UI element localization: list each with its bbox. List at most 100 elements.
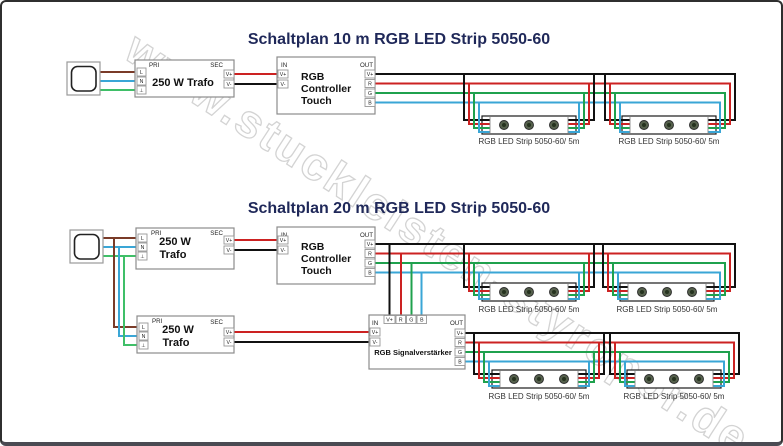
tap-vplus xyxy=(604,73,630,121)
terminal-vplus-label: V+ xyxy=(226,330,233,336)
controller-box xyxy=(276,226,376,285)
terminal-b xyxy=(364,268,376,277)
terminal-vplus-label: V+ xyxy=(457,331,464,337)
tap-g xyxy=(473,262,490,296)
tap-g xyxy=(578,351,595,383)
terminal-l-label: L xyxy=(142,325,145,331)
led-chip-core xyxy=(552,123,556,127)
diagram-20m-title: Schaltplan 20 m RGB LED Strip 5050-60 xyxy=(248,200,550,217)
tap-r xyxy=(706,252,731,292)
led-chip-core xyxy=(512,377,516,381)
transformer-bottom-20m: PRI SEC L N ⊥ V+ V- 250 W Trafo xyxy=(136,315,235,354)
terminal-vplus-label: V+ xyxy=(367,72,374,78)
branch-l-brown xyxy=(113,237,140,328)
tap-b xyxy=(568,271,580,300)
terminal-vminus xyxy=(277,245,289,255)
dc-feed-wires xyxy=(233,73,279,85)
terminal-vminus-label: V- xyxy=(281,248,286,254)
diagram-10m: Schaltplan 10 m RGB LED Strip 5050-60 xyxy=(66,31,736,146)
tap-r xyxy=(468,252,490,292)
sec-label: SEC xyxy=(210,62,223,69)
led-chip-core xyxy=(562,377,566,381)
led-chip-core xyxy=(692,123,696,127)
tap-r xyxy=(713,341,735,379)
terminal-vminus xyxy=(277,79,289,89)
tap-r xyxy=(578,341,600,379)
tap-r xyxy=(614,341,635,379)
terminal-l xyxy=(138,322,149,332)
terminal-vplus xyxy=(223,327,235,337)
diagram-10m-title: Schaltplan 10 m RGB LED Strip 5050-60 xyxy=(248,31,550,48)
led-strip-2-detail: RGB LED Strip 5050-60/ 5m xyxy=(619,117,720,146)
terminal-vplus xyxy=(369,327,381,337)
tap-r xyxy=(568,82,590,125)
tap-g xyxy=(619,351,635,383)
tap-g xyxy=(708,92,726,129)
strip-label: RGB LED Strip 5050-60/ 5m xyxy=(617,305,718,314)
terminal-vplus-label: V+ xyxy=(386,318,393,324)
plug-face xyxy=(73,233,100,260)
terminal-g xyxy=(364,258,376,268)
tap-b xyxy=(624,360,635,387)
tap-vplus xyxy=(568,73,595,121)
branch-n-blue xyxy=(118,246,140,337)
out-label: OUT xyxy=(360,232,373,239)
tap-g xyxy=(612,262,628,296)
tap-vplus xyxy=(708,73,736,121)
tap-b xyxy=(478,101,490,133)
tap-b xyxy=(568,101,580,133)
tap-b xyxy=(708,101,721,133)
tap-g xyxy=(713,351,730,383)
terminal-vplus xyxy=(364,69,376,79)
led-chip-core xyxy=(665,290,669,294)
tap-vplus xyxy=(463,73,490,121)
terminal-vplus xyxy=(364,239,376,249)
controller-name-line1: RGB xyxy=(301,241,325,253)
tap-b xyxy=(706,271,721,300)
tap-vplus xyxy=(706,243,736,288)
signal-amplifier: IN OUT V+ R G B V+ V- V+ R G B RGB Signa… xyxy=(368,314,466,370)
led-chip-core xyxy=(642,123,646,127)
rgb-bus-lower xyxy=(464,332,740,387)
led-chip-core xyxy=(527,290,531,294)
led-chip-core xyxy=(502,123,506,127)
transformer-name-line1: 250 W xyxy=(162,324,194,336)
terminal-vplus xyxy=(277,69,289,79)
tap-r xyxy=(478,341,500,379)
terminal-r-label: R xyxy=(458,341,462,347)
tap-g xyxy=(568,262,585,296)
in-label: IN xyxy=(281,62,287,69)
diagram-20m: Schaltplan 20 m RGB LED Strip 5050-60 xyxy=(69,200,740,401)
plug-face xyxy=(70,65,97,92)
led-chip-core xyxy=(672,377,676,381)
terminal-vminus-label: V- xyxy=(227,340,232,346)
tap-r xyxy=(607,252,628,292)
tap-vplus xyxy=(568,243,595,288)
terminal-r-label: R xyxy=(368,82,372,88)
terminal-vplus-label: V+ xyxy=(280,238,287,244)
terminal-r-label: R xyxy=(399,318,403,324)
tap-vplus xyxy=(578,332,605,375)
terminal-r xyxy=(364,79,376,88)
terminal-vplus xyxy=(383,315,396,324)
terminal-b-label: B xyxy=(420,318,424,324)
out-label: OUT xyxy=(360,62,373,69)
led-strip-2-detail: RGB LED Strip 5050-60/ 5m xyxy=(617,284,718,314)
tap-r xyxy=(568,252,590,292)
transformer-name-line2: Trafo xyxy=(163,337,190,349)
terminal-n xyxy=(136,76,147,86)
terminal-vminus xyxy=(223,245,235,255)
terminal-n-label: N xyxy=(142,334,146,340)
transformer-box xyxy=(134,59,235,98)
controller-box xyxy=(276,56,376,115)
rgb-bus-upper xyxy=(374,243,736,317)
mains-plug xyxy=(66,61,101,96)
in-label: IN xyxy=(372,320,378,327)
led-chip-core xyxy=(640,290,644,294)
out-label: OUT xyxy=(450,320,463,327)
terminal-b xyxy=(416,315,427,324)
terminal-b-label: B xyxy=(368,101,372,107)
terminal-vplus xyxy=(454,328,466,338)
